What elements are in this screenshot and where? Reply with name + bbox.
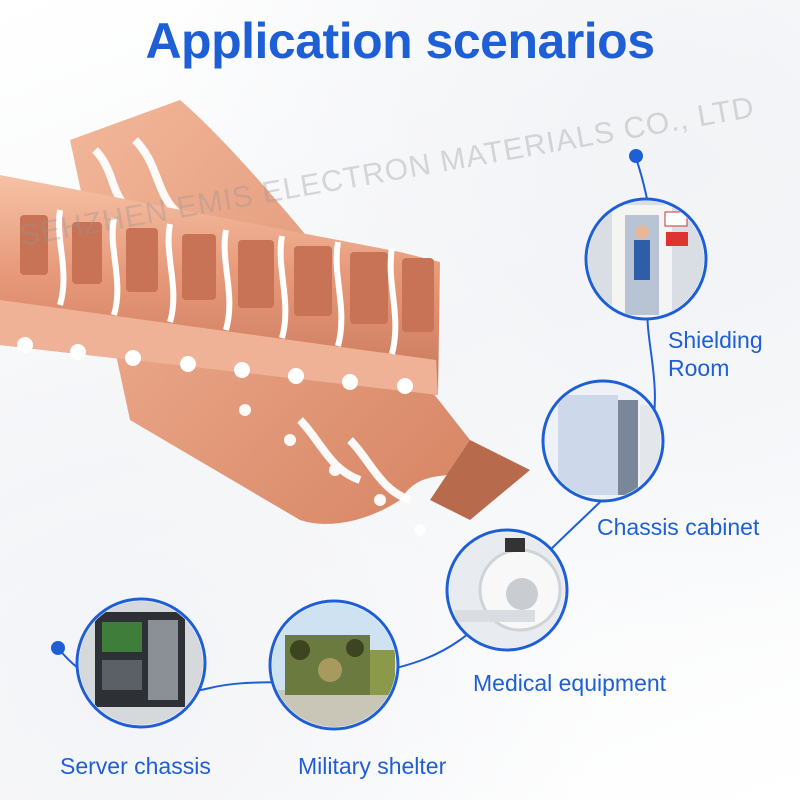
connector-dot-left bbox=[51, 641, 65, 655]
copper-strip-front bbox=[0, 175, 440, 395]
label-shielding-room: Shielding Room bbox=[668, 327, 763, 381]
server-chassis-image bbox=[75, 597, 207, 729]
page-title: Application scenarios bbox=[145, 13, 655, 69]
label-chassis-cabinet: Chassis cabinet bbox=[597, 514, 760, 540]
connector-dot-top bbox=[629, 149, 643, 163]
label-medical-equipment: Medical equipment bbox=[473, 670, 667, 696]
medical-equipment-image bbox=[445, 528, 569, 652]
label-military-shelter: Military shelter bbox=[298, 753, 447, 779]
label-server-chassis: Server chassis bbox=[60, 753, 211, 779]
military-shelter-image bbox=[268, 599, 400, 731]
shielding-room-image bbox=[584, 197, 708, 321]
chassis-cabinet-image bbox=[541, 379, 665, 503]
